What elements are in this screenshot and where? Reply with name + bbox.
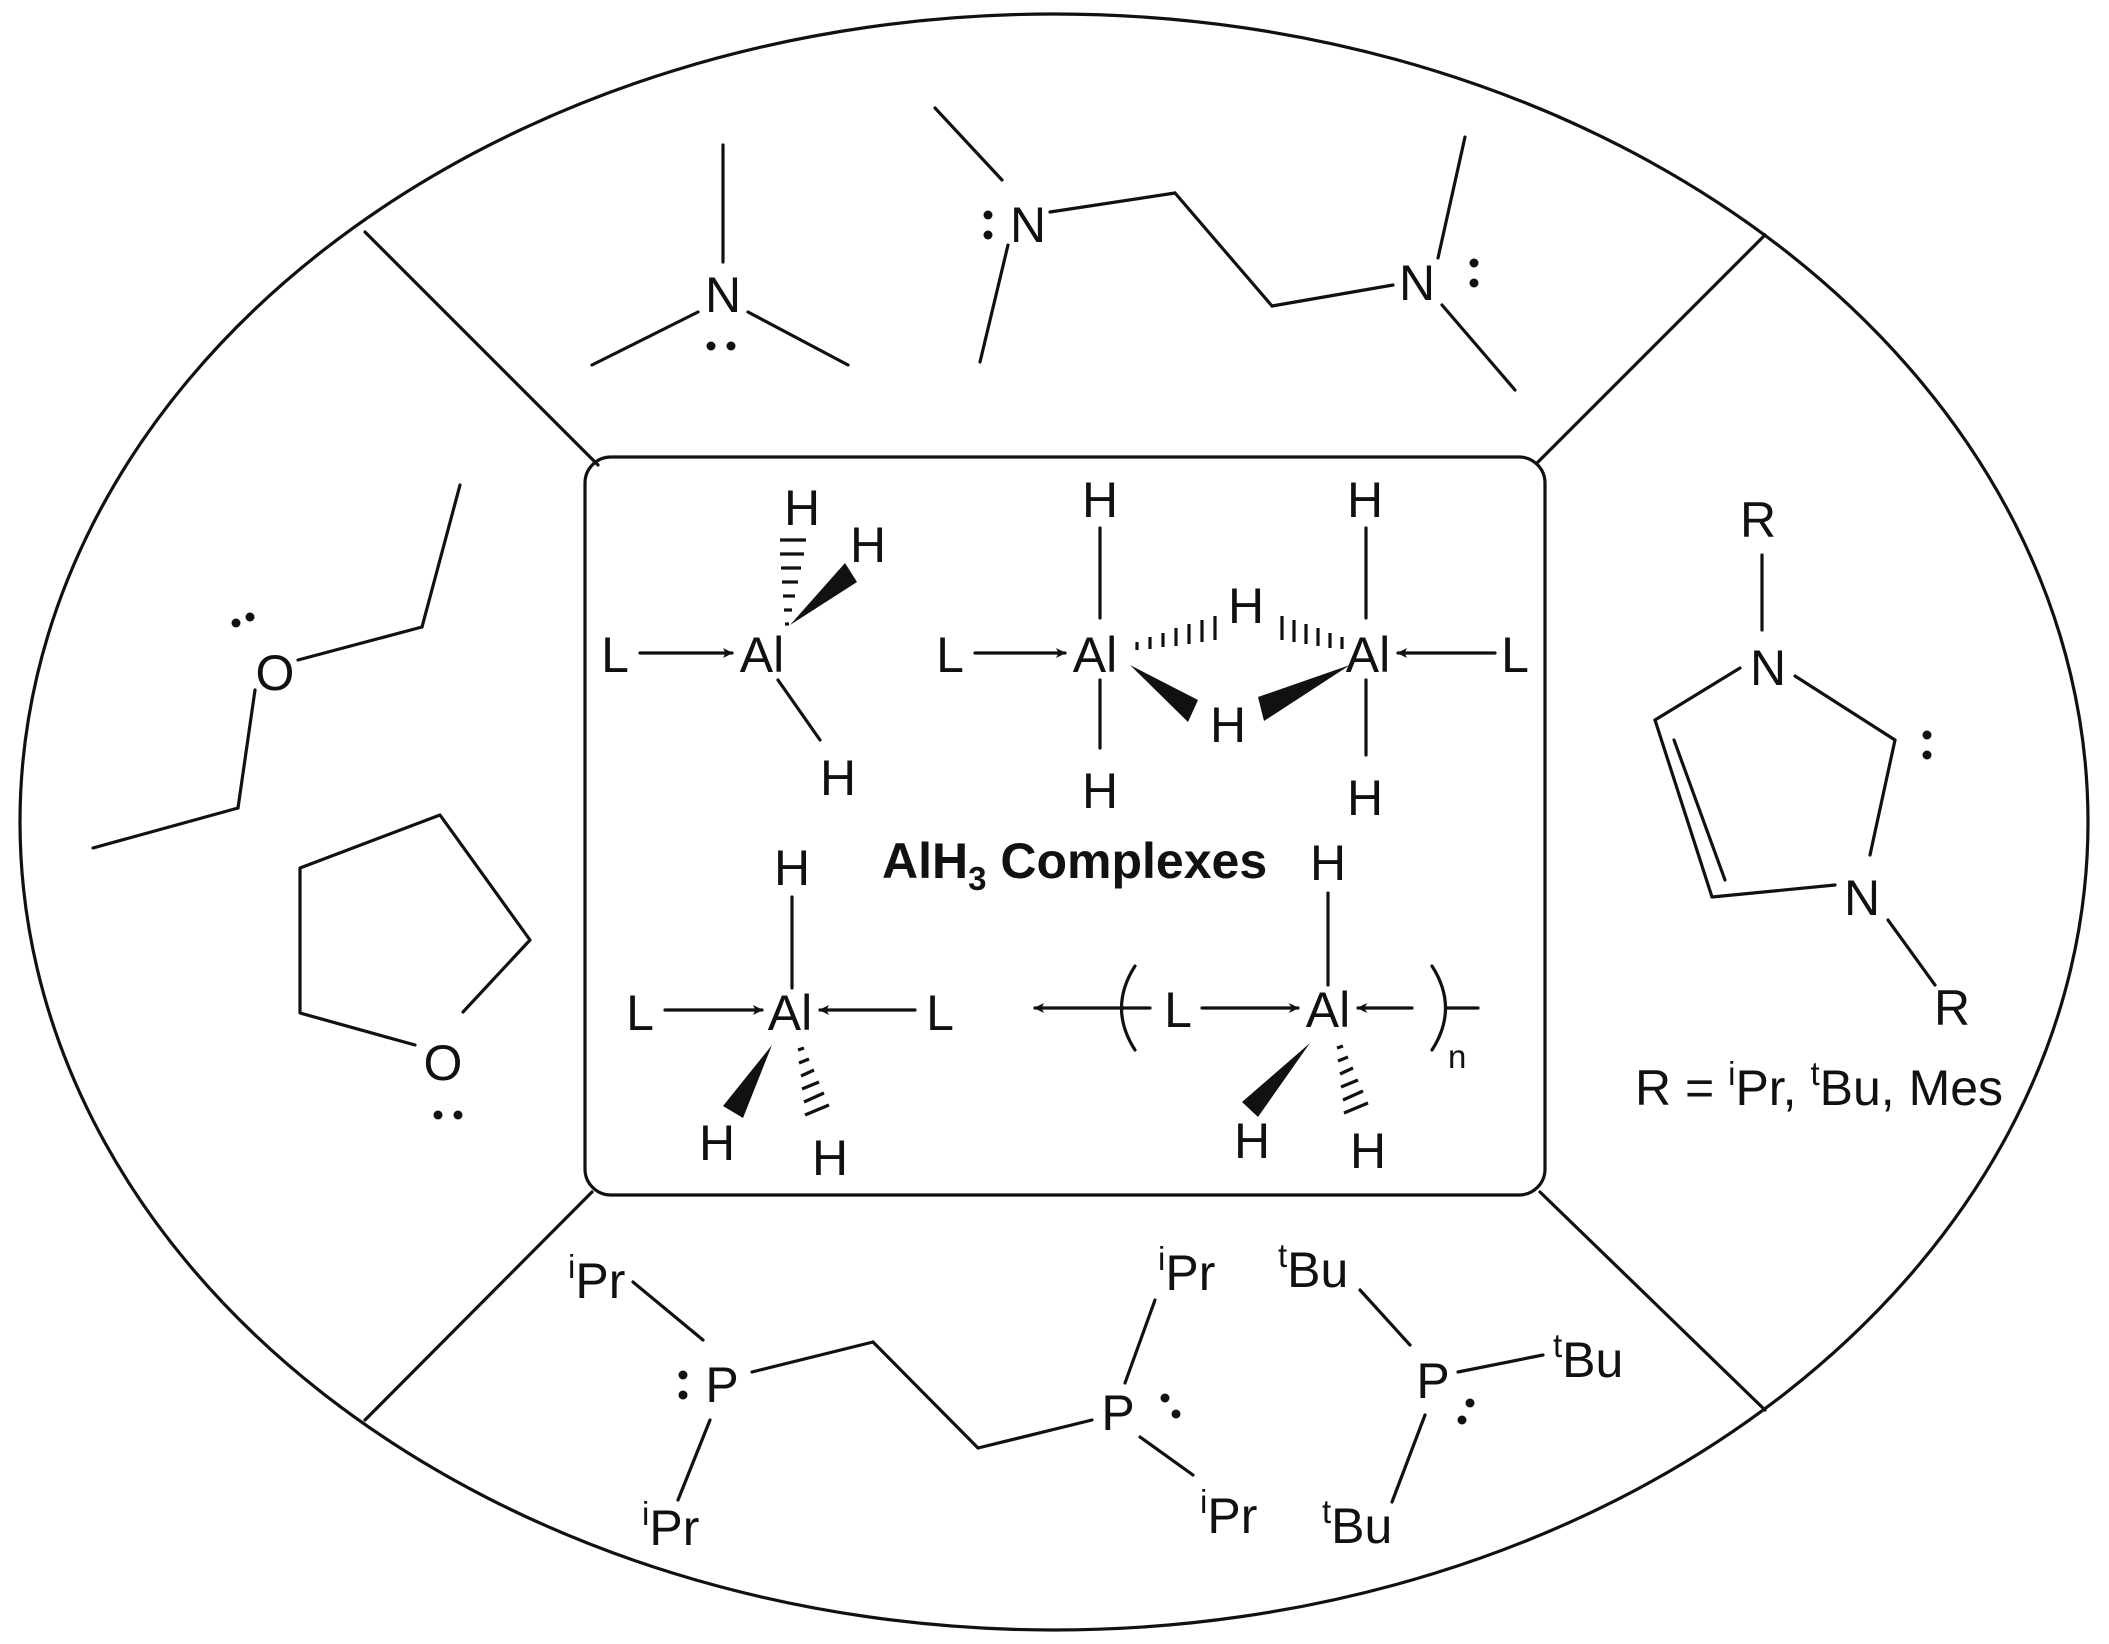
lone-pair	[706, 341, 716, 351]
center-title: AlH3 Complexes	[882, 833, 1267, 897]
trimethylamine: N	[590, 143, 850, 367]
atom-r: R	[1740, 492, 1776, 548]
atom-al: Al	[740, 627, 784, 683]
atom-n: N	[1010, 197, 1046, 253]
hashed-bond	[797, 1046, 830, 1117]
center-box	[583, 455, 1547, 1197]
substituent-ipr: iPr	[1158, 1240, 1215, 1301]
wedge-bond	[1258, 665, 1350, 721]
atom-l: L	[1164, 982, 1192, 1038]
atom-n: N	[1750, 640, 1786, 696]
complex-lalh3: L Al H H H	[601, 480, 886, 806]
bracket-right	[1430, 964, 1448, 1052]
lone-pair	[983, 210, 993, 220]
atom-h: H	[1350, 1123, 1386, 1179]
bracket-left	[1119, 964, 1137, 1052]
wedge-bond	[1130, 665, 1198, 722]
complex-polymer: H L Al n H H	[1033, 835, 1480, 1179]
atom-h: H	[784, 480, 820, 536]
substituent-tbu: tBu	[1322, 1493, 1392, 1554]
atom-n: N	[705, 267, 741, 323]
atom-l: L	[626, 985, 654, 1041]
atom-l: L	[601, 627, 629, 683]
hashed-bond	[1336, 1044, 1369, 1115]
atom-p: P	[705, 1357, 738, 1413]
atom-o: O	[256, 645, 295, 701]
atom-h: H	[850, 517, 886, 573]
outer-ellipse	[18, 12, 2090, 1632]
tmeda: N N	[933, 106, 1517, 392]
atom-h: H	[1082, 763, 1118, 819]
lone-pair	[231, 618, 241, 628]
hashed-bond	[1135, 616, 1217, 650]
substituent-tbu: tBu	[1278, 1237, 1348, 1298]
wedge-bond	[790, 563, 857, 625]
atom-al: Al	[1346, 627, 1390, 683]
atom-p: P	[1101, 1385, 1134, 1441]
r-group-definition: R = iPr, tBu, Mes	[1635, 1055, 2003, 1116]
lone-pair	[678, 1370, 688, 1380]
repeat-n: n	[1448, 1038, 1466, 1075]
atom-h: H	[1234, 1113, 1270, 1169]
complex-dimer: L Al H H H H Al H H	[936, 472, 1529, 826]
atom-h: H	[1228, 578, 1264, 634]
lone-pair	[1160, 1393, 1170, 1403]
atom-h: H	[820, 750, 856, 806]
atom-h: H	[1347, 472, 1383, 528]
hashed-bond	[780, 538, 806, 626]
atom-h: H	[1347, 770, 1383, 826]
substituent-ipr: iPr	[568, 1248, 625, 1309]
atom-l: L	[936, 627, 964, 683]
atom-h: H	[1310, 835, 1346, 891]
atom-p: P	[1416, 1353, 1449, 1409]
hashed-bond	[1280, 616, 1344, 649]
nhc-carbene: R N N R	[1653, 492, 1970, 1036]
diethyl-ether: O	[91, 483, 462, 850]
atom-h: H	[699, 1115, 735, 1171]
atom-al: Al	[768, 985, 812, 1041]
lone-pair	[1469, 258, 1479, 268]
substituent-ipr: iPr	[642, 1495, 699, 1556]
atom-h: H	[1082, 472, 1118, 528]
wedge-bond	[1242, 1043, 1310, 1117]
thf: O	[298, 813, 532, 1120]
substituent-tbu: tBu	[1553, 1327, 1623, 1388]
atom-n: N	[1399, 255, 1435, 311]
atom-n: N	[1844, 870, 1880, 926]
sector-dividers	[363, 230, 1767, 1422]
atom-h: H	[812, 1130, 848, 1186]
lone-pair	[433, 1110, 443, 1120]
atom-h: H	[1210, 697, 1246, 753]
wedge-bond	[723, 1045, 772, 1118]
tri-tert-butylphosphine: tBu P tBu tBu	[1278, 1237, 1623, 1554]
atom-r: R	[1934, 980, 1970, 1036]
dippe-bisphosphine: iPr P iPr P iPr iPr	[568, 1240, 1257, 1556]
atom-o: O	[424, 1035, 463, 1091]
atom-al: Al	[1306, 982, 1350, 1038]
atom-al: Al	[1073, 627, 1117, 683]
atom-l: L	[926, 985, 954, 1041]
atom-h: H	[774, 840, 810, 896]
lone-pair	[1465, 1398, 1475, 1408]
substituent-ipr: iPr	[1200, 1483, 1257, 1544]
complex-l2alh3: H L Al L H H	[626, 840, 954, 1186]
atom-l: L	[1501, 627, 1529, 683]
lone-pair	[1922, 730, 1932, 740]
